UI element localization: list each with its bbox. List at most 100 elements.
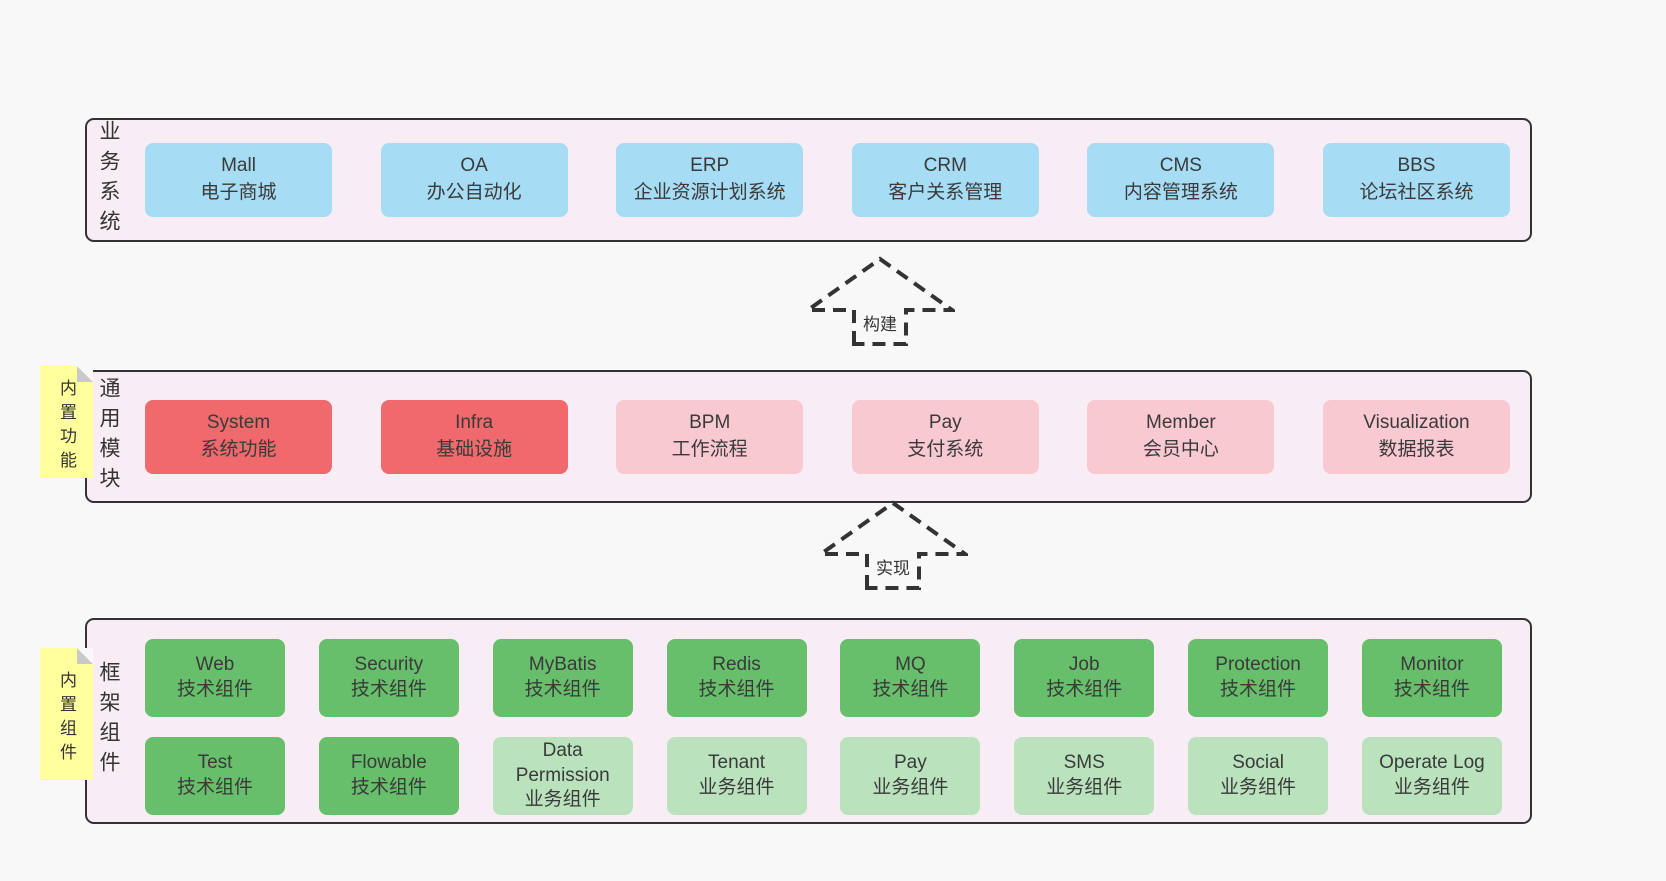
box-desc: 业务组件 bbox=[872, 777, 949, 798]
box-desc: 技术组件 bbox=[1220, 679, 1297, 700]
box-name: Tenant bbox=[708, 752, 766, 774]
box-mybatis: MyBatis 技术组件 bbox=[492, 639, 633, 717]
up-arrow-icon bbox=[818, 500, 968, 590]
box-flowable: Flowable 技术组件 bbox=[318, 737, 459, 815]
components-rows: Web 技术组件 Security 技术组件 MyBatis 技术组件 Redi… bbox=[145, 639, 1502, 815]
box-desc: 技术组件 bbox=[872, 679, 949, 700]
box-redis: Redis 技术组件 bbox=[666, 639, 807, 717]
box-name: OA bbox=[460, 155, 488, 177]
box-desc: 技术组件 bbox=[698, 679, 775, 700]
box-name: Test bbox=[197, 752, 233, 774]
box-name: MyBatis bbox=[528, 654, 597, 676]
box-desc: 会员中心 bbox=[1142, 438, 1219, 460]
box-name: Visualization bbox=[1363, 411, 1470, 433]
box-bpm: BPM 工作流程 bbox=[616, 399, 804, 474]
box-desc: 业务组件 bbox=[1046, 777, 1123, 798]
box-name: Pay bbox=[894, 752, 927, 774]
box-name: Flowable bbox=[350, 752, 427, 774]
box-system: System 系统功能 bbox=[145, 399, 332, 474]
box-desc: 业务组件 bbox=[1393, 777, 1470, 798]
box-desc: 基础设施 bbox=[436, 438, 513, 460]
box-desc: 技术组件 bbox=[350, 777, 427, 798]
box-sms: SMS 业务组件 bbox=[1014, 737, 1155, 815]
box-name: Mall bbox=[221, 155, 256, 177]
built-in-features-sticky: 内置功能 bbox=[40, 366, 93, 478]
modules-box-row: System 系统功能 Infra 基础设施 BPM 工作流程 Pay 支付系统… bbox=[145, 399, 1510, 474]
box-desc: 业务组件 bbox=[524, 789, 601, 811]
box-name: Data Permission bbox=[515, 739, 610, 786]
box-social: Social 业务组件 bbox=[1188, 737, 1329, 815]
implement-arrow: 实现 bbox=[818, 498, 968, 590]
box-desc: 技术组件 bbox=[350, 679, 427, 700]
box-desc: 工作流程 bbox=[671, 438, 748, 460]
box-name: System bbox=[206, 411, 271, 433]
box-name: Pay bbox=[928, 411, 962, 433]
box-oa: OA 办公自动化 bbox=[380, 143, 568, 217]
business-band-label: 业务系统 bbox=[97, 120, 120, 240]
box-name: Redis bbox=[712, 654, 761, 676]
box-name: Security bbox=[354, 654, 424, 676]
box-pay: Pay 支付系统 bbox=[851, 399, 1039, 474]
box-name: CMS bbox=[1159, 155, 1202, 177]
up-arrow-icon bbox=[805, 256, 955, 346]
box-job: Job 技术组件 bbox=[1014, 639, 1155, 717]
box-cms: CMS 内容管理系统 bbox=[1087, 143, 1275, 217]
framework-components-band: 框架组件 Web 技术组件 Security 技术组件 MyBatis 技术组件… bbox=[85, 618, 1532, 824]
business-box-row: Mall 电子商城 OA 办公自动化 ERP 企业资源计划系统 CRM 客户关系… bbox=[145, 143, 1510, 217]
box-desc: 内容管理系统 bbox=[1123, 182, 1238, 203]
sticky-label: 内置组件 bbox=[57, 671, 76, 767]
box-mq: MQ 技术组件 bbox=[840, 639, 981, 717]
box-web: Web 技术组件 bbox=[145, 639, 285, 717]
box-name: Infra bbox=[455, 411, 494, 433]
box-pay-biz: Pay 业务组件 bbox=[840, 737, 981, 815]
box-name: BPM bbox=[689, 411, 731, 433]
box-mall: Mall 电子商城 bbox=[145, 143, 332, 217]
box-desc: 技术组件 bbox=[1393, 679, 1470, 700]
box-desc: 数据报表 bbox=[1378, 438, 1455, 460]
box-desc: 技术组件 bbox=[524, 679, 601, 700]
components-row-2: Test 技术组件 Flowable 技术组件 Data Permission … bbox=[145, 737, 1502, 815]
box-desc: 系统功能 bbox=[200, 438, 277, 460]
box-name: MQ bbox=[895, 654, 926, 676]
box-desc: 业务组件 bbox=[698, 777, 775, 798]
box-name: CRM bbox=[923, 155, 967, 177]
box-desc: 支付系统 bbox=[907, 438, 984, 460]
box-desc: 办公自动化 bbox=[426, 182, 522, 203]
box-desc: 技术组件 bbox=[1046, 679, 1123, 700]
components-band-label: 框架组件 bbox=[97, 661, 120, 781]
box-operate-log: Operate Log 业务组件 bbox=[1361, 737, 1502, 815]
box-desc: 技术组件 bbox=[176, 777, 253, 798]
box-desc: 客户关系管理 bbox=[888, 182, 1003, 203]
components-row-1: Web 技术组件 Security 技术组件 MyBatis 技术组件 Redi… bbox=[145, 639, 1502, 717]
box-name: Job bbox=[1068, 654, 1100, 676]
box-name: Protection bbox=[1215, 654, 1301, 676]
box-crm: CRM 客户关系管理 bbox=[851, 143, 1039, 217]
box-name: Operate Log bbox=[1379, 752, 1485, 774]
business-systems-band: 业务系统 Mall 电子商城 OA 办公自动化 ERP 企业资源计划系统 CRM… bbox=[85, 118, 1532, 242]
modules-band-label: 通用模块 bbox=[97, 376, 120, 497]
box-name: BBS bbox=[1397, 155, 1436, 177]
build-arrow: 构建 bbox=[805, 254, 955, 346]
box-bbs: BBS 论坛社区系统 bbox=[1322, 143, 1510, 217]
implement-arrow-label: 实现 bbox=[875, 554, 911, 579]
box-monitor: Monitor 技术组件 bbox=[1361, 639, 1502, 717]
box-name: Monitor bbox=[1400, 654, 1464, 676]
common-modules-band: 通用模块 System 系统功能 Infra 基础设施 BPM 工作流程 Pay… bbox=[85, 370, 1532, 503]
box-infra: Infra 基础设施 bbox=[380, 399, 568, 474]
box-visualization: Visualization 数据报表 bbox=[1322, 399, 1510, 474]
box-name: Member bbox=[1146, 411, 1216, 433]
box-protection: Protection 技术组件 bbox=[1188, 639, 1329, 717]
box-desc: 企业资源计划系统 bbox=[633, 182, 786, 203]
box-name: Web bbox=[195, 654, 235, 676]
build-arrow-label: 构建 bbox=[862, 310, 898, 335]
box-security: Security 技术组件 bbox=[318, 639, 459, 717]
sticky-label: 内置功能 bbox=[57, 379, 76, 475]
box-name: SMS bbox=[1063, 752, 1105, 774]
box-desc: 业务组件 bbox=[1220, 777, 1297, 798]
box-tenant: Tenant 业务组件 bbox=[666, 737, 807, 815]
box-test: Test 技术组件 bbox=[145, 737, 285, 815]
box-member: Member 会员中心 bbox=[1087, 399, 1275, 474]
box-data-permission: Data Permission 业务组件 bbox=[492, 737, 633, 815]
box-name: ERP bbox=[690, 155, 730, 177]
